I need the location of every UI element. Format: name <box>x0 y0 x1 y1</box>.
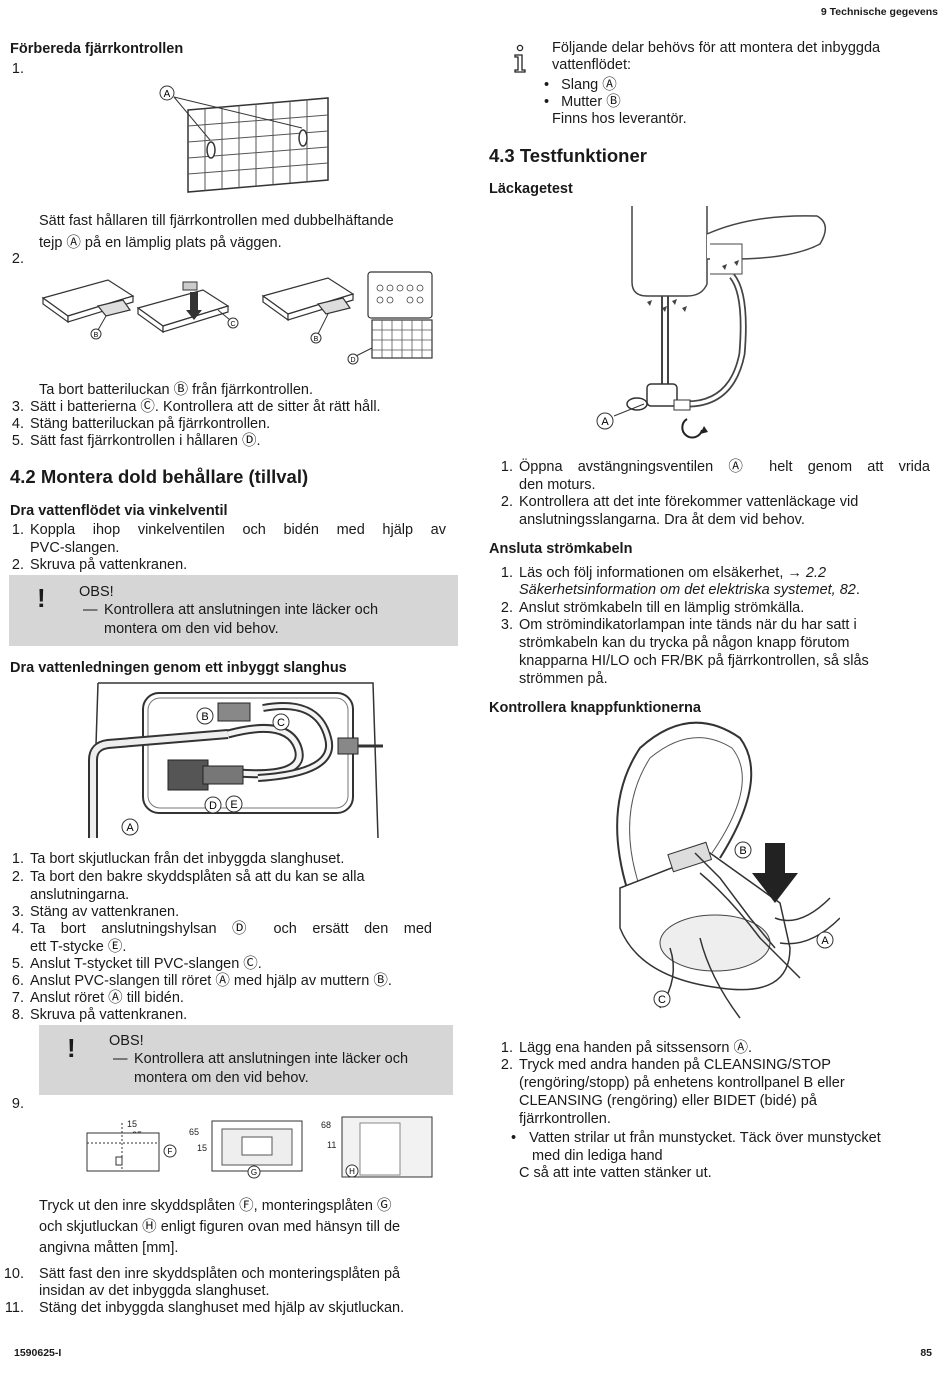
svg-text:B: B <box>201 711 208 723</box>
leak-test-title: Läckagetest <box>489 181 573 197</box>
svg-text:11: 11 <box>327 1140 336 1150</box>
svg-text:D: D <box>209 800 217 812</box>
svg-text:D: D <box>350 357 355 364</box>
note-box: ! OBS! — Kontrollera att anslutningen in… <box>39 1025 453 1095</box>
section-4-2-heading: 4.2 Montera dold behållare (tillval) <box>10 466 309 487</box>
svg-text:68: 68 <box>321 1120 331 1130</box>
button-function-title: Kontrollera knappfunktionerna <box>489 700 701 716</box>
prep-step-text: tejp Ⓐ på en lämplig plats på väggen. <box>39 235 282 251</box>
note-text: Kontrollera att anslutningen inte läcker… <box>104 602 379 618</box>
note-text: montera om den vid behov. <box>134 1070 309 1086</box>
remote-battery-figure: B C B D <box>38 268 458 368</box>
info-bullet: • Slang Ⓐ <box>544 77 617 93</box>
note-box: ! OBS! — Kontrollera att anslutningen in… <box>9 575 458 646</box>
svg-text:C: C <box>658 994 666 1006</box>
plates-dimension-figure: 15 25 65 15 68 11 F G H <box>82 1115 442 1183</box>
svg-text:B: B <box>314 336 319 343</box>
svg-text:E: E <box>230 799 237 811</box>
svg-text:15: 15 <box>197 1143 207 1153</box>
svg-text:15: 15 <box>127 1119 137 1129</box>
button-tail-text: C så att inte vatten stänker ut. <box>519 1165 712 1181</box>
note-dash: — <box>113 1051 128 1067</box>
step-9-text: och skjutluckan Ⓗ enligt figuren ovan me… <box>39 1219 401 1235</box>
note-text: montera om den vid behov. <box>104 621 279 637</box>
prep-step-text: Sätt fast hållaren till fjärrkontrollen … <box>39 213 394 229</box>
step-9-text: Tryck ut den inre skyddsplåten Ⓕ, monter… <box>39 1198 392 1214</box>
svg-text:C: C <box>230 321 235 328</box>
svg-text:G: G <box>251 1168 257 1177</box>
info-icon <box>510 44 530 74</box>
svg-text:B: B <box>94 332 99 339</box>
note-title: OBS! <box>79 584 114 600</box>
page-header: 9 Technische gegevens <box>820 6 938 18</box>
hose-housing-figure: B C D E A <box>88 678 388 840</box>
svg-text:H: H <box>349 1167 355 1176</box>
button-bullet-text: med din lediga hand <box>532 1148 663 1164</box>
svg-text:B: B <box>739 845 746 857</box>
warning-icon: ! <box>37 583 46 613</box>
prep-title: Förbereda fjärrkontrollen <box>10 41 184 57</box>
info-text: vattenflödet: <box>552 57 631 73</box>
button-bullet: • Vatten strilar ut från munstycket. Täc… <box>511 1130 881 1146</box>
leak-test-figure: A <box>592 204 842 444</box>
angle-valve-title: Dra vattenflödet via vinkelventil <box>10 503 228 519</box>
svg-text:65: 65 <box>189 1127 199 1137</box>
svg-text:A: A <box>821 935 829 947</box>
svg-text:F: F <box>168 1147 173 1156</box>
step-9-text: angivna måtten [mm]. <box>39 1240 179 1256</box>
info-text: Följande delar behövs för att montera de… <box>552 40 881 56</box>
doc-id: 1590625-I <box>14 1347 62 1359</box>
note-dash: — <box>83 602 98 618</box>
svg-text:A: A <box>126 822 134 834</box>
svg-text:C: C <box>277 717 285 729</box>
holder-figure: A <box>150 80 340 195</box>
warning-icon: ! <box>67 1033 76 1063</box>
section-4-3-heading: 4.3 Testfunktioner <box>489 145 647 166</box>
hose-housing-title: Dra vattenledningen genom ett inbyggt sl… <box>10 660 347 676</box>
prep-step-text: Ta bort batteriluckan Ⓑ från fjärrkontro… <box>39 382 314 398</box>
label-a: A <box>164 89 171 100</box>
note-title: OBS! <box>109 1033 144 1049</box>
page-number: 85 <box>920 1347 932 1359</box>
info-text: Finns hos leverantör. <box>552 111 687 127</box>
info-bullet: • Mutter Ⓑ <box>544 94 621 110</box>
note-text: Kontrollera att anslutningen inte läcker… <box>134 1051 409 1067</box>
power-cable-title: Ansluta strömkabeln <box>489 541 633 557</box>
svg-text:A: A <box>601 416 609 428</box>
button-function-figure: B A C <box>600 718 840 1038</box>
